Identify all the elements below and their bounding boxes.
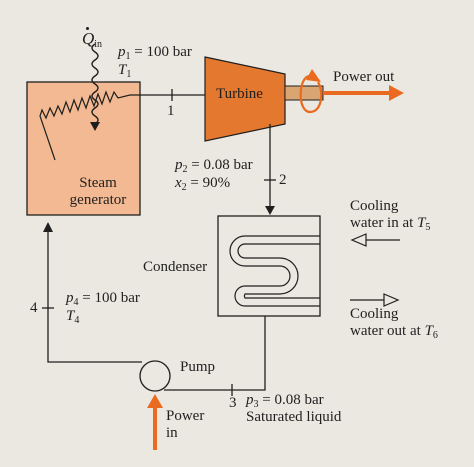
state-1-p-symbol: p [118, 44, 126, 60]
cooling-in-arrowhead [350, 233, 367, 247]
state-2-p-symbol: p [175, 157, 183, 173]
cooling-out-line1: Cooling [350, 306, 399, 322]
power-in-arrowhead [147, 394, 163, 408]
state-2-x-subscript: 2 [181, 182, 187, 193]
cooling-out-temp-subscript: 6 [432, 330, 438, 341]
turbine-label: Turbine [216, 86, 263, 102]
state-3-p-value: = 0.08 bar [258, 392, 324, 408]
state-4-number: 4 [30, 300, 38, 316]
condenser-coil-outer [229, 235, 320, 307]
turbine-body [204, 56, 286, 142]
state-2-x-value: = 90% [186, 175, 231, 191]
state-3-number: 3 [229, 395, 237, 411]
state-1-p-value: = 100 bar [130, 44, 192, 60]
state-2-p-value: = 0.08 bar [187, 157, 253, 173]
cooling-out-label: Cooling water out at T6 [350, 306, 438, 344]
cooling-out-line2: water out at [350, 323, 421, 339]
condenser-coil-inner [237, 243, 320, 299]
state-2-quality: x2 = 90% [175, 175, 230, 196]
power-in-line1: Power [166, 408, 205, 424]
state-1-temperature: T1 [118, 62, 131, 83]
steam-generator-coil [39, 90, 131, 161]
heat-in-label: Qin [82, 27, 103, 53]
cooling-in-label: Cooling water in at T5 [350, 198, 430, 236]
state-4-t-symbol: T [66, 308, 75, 324]
state-1-t-symbol: T [118, 62, 127, 78]
pump-circle [139, 360, 171, 392]
heat-in-symbol: Q [82, 27, 95, 48]
rotation-arrowhead [306, 69, 321, 82]
state-2-pressure: p2 = 0.08 bar [175, 157, 253, 178]
state-4-p-value: = 100 bar [78, 290, 140, 306]
power-out-label: Power out [333, 69, 395, 85]
pipe-state-4 [47, 230, 142, 363]
state-4-p-symbol: p [66, 290, 74, 306]
steam-generator-line2: generator [69, 192, 127, 208]
cooling-in-line2: water in at [350, 215, 414, 231]
heat-in-arrowhead [90, 122, 100, 131]
steam-generator-box [26, 81, 141, 216]
condenser-label: Condenser [143, 259, 208, 275]
heat-in-wavy-line [91, 43, 99, 125]
state-2-x-symbol: x [175, 175, 182, 191]
state-3-condition: Saturated liquid [246, 409, 342, 425]
state-3-p-subscript: 3 [253, 399, 259, 410]
state-3-p-symbol: p [246, 392, 254, 408]
power-out-arrowhead [389, 85, 404, 101]
state-1-number: 1 [167, 103, 175, 119]
state-2-p-subscript: 2 [182, 164, 188, 175]
cooling-out-arrowhead [383, 293, 400, 307]
steam-generator-line1: Steam [79, 175, 117, 191]
state-4-temperature: T4 [66, 308, 79, 329]
state-4-p-subscript: 4 [73, 297, 79, 308]
pump-label: Pump [180, 359, 216, 375]
state-1-pressure: p1 = 100 bar [118, 44, 192, 65]
cooling-in-temp-symbol: T [417, 215, 426, 231]
state-2-number: 2 [279, 172, 287, 188]
state-4-t-subscript: 4 [74, 315, 80, 326]
cooling-in-line1: Cooling [350, 198, 399, 214]
power-in-label: Power in [166, 408, 204, 442]
steam-generator-label: Steam generator [58, 175, 138, 209]
state-4-pressure: p4 = 100 bar [66, 290, 140, 311]
state-1-p-subscript: 1 [125, 51, 131, 62]
turbine-shaft [284, 85, 324, 101]
heat-in-subscript: in [94, 39, 103, 50]
cooling-out-temp-symbol: T [424, 323, 433, 339]
state-1-t-subscript: 1 [126, 69, 132, 80]
cooling-in-temp-subscript: 5 [425, 222, 431, 233]
rotation-icon [299, 74, 323, 114]
state-4-arrowhead [43, 222, 53, 232]
pipe-state-3 [164, 316, 266, 391]
state-3-pressure: p3 = 0.08 bar [246, 392, 324, 413]
power-in-line2: in [166, 425, 178, 441]
state-2-arrowhead [265, 206, 275, 215]
